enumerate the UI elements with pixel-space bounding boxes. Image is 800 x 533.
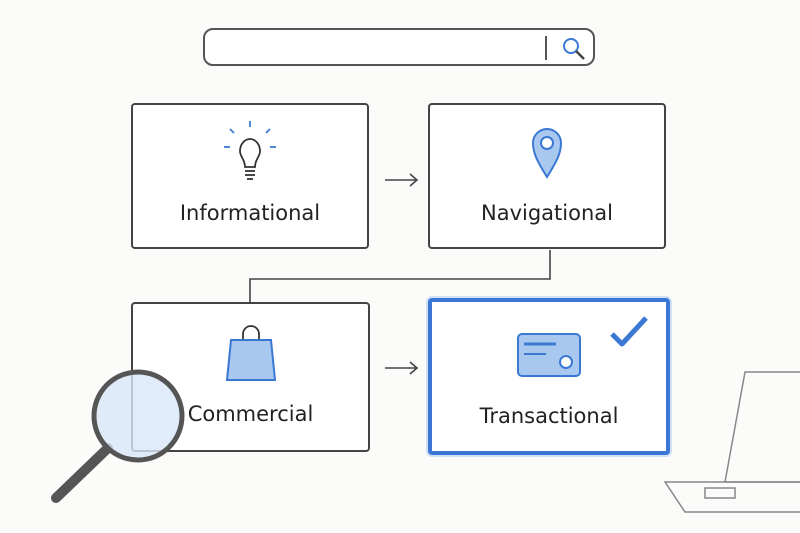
connector-line <box>249 250 551 302</box>
card-label: Informational <box>179 201 321 225</box>
arrow-right-icon <box>385 361 419 375</box>
credit-card-icon <box>517 333 581 377</box>
lightbulb-icon <box>224 121 276 180</box>
search-divider <box>545 36 547 60</box>
shopping-bag-icon <box>225 325 276 381</box>
card-transactional[interactable]: Transactional <box>428 298 670 455</box>
card-label: Transactional <box>479 404 619 428</box>
card-navigational[interactable]: Navigational <box>428 103 666 249</box>
card-label: Commercial <box>187 402 314 426</box>
card-commercial[interactable]: Commercial <box>131 302 370 452</box>
search-icon[interactable] <box>561 36 587 62</box>
card-informational[interactable]: Informational <box>131 103 369 249</box>
card-label: Navigational <box>481 201 613 225</box>
map-pin-icon <box>531 128 563 179</box>
checkmark-icon <box>610 316 648 347</box>
search-bar[interactable] <box>203 28 595 66</box>
arrow-right-icon <box>385 173 419 187</box>
